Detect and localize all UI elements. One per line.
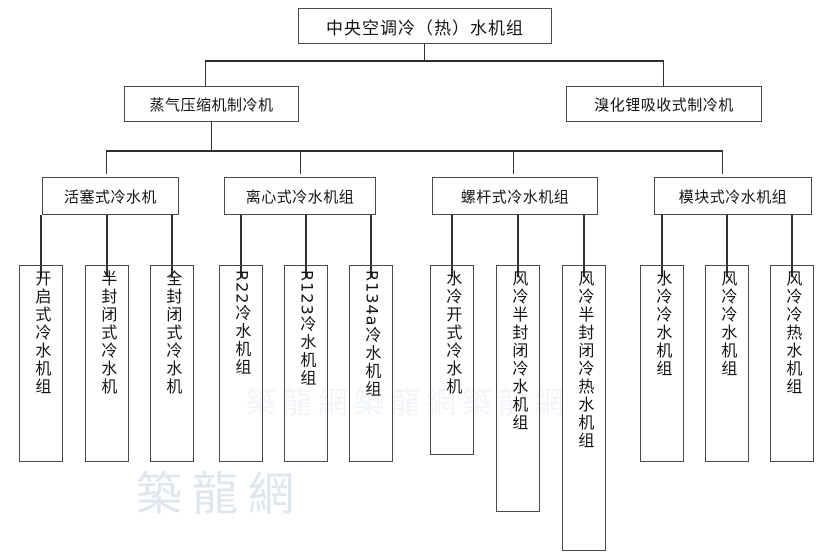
connector-level2-drop-right [663,60,664,86]
leaf-label: 风冷冷热水机组 [783,270,803,396]
connector-root-stem [424,44,425,61]
node-piston-chiller[interactable]: 活塞式冷水机 [42,177,179,215]
leaf-air-cooled-semi-hermetic-chiller-unit[interactable]: 风冷半封闭冷水机组 [496,265,540,512]
node-root[interactable]: 中央空调冷（热）水机组 [298,8,552,44]
leaf-r123-chiller-unit[interactable]: R123冷水机组 [284,265,328,462]
watermark-brand: 築龍網 [136,467,304,521]
connector-g1-leaf-3 [171,215,173,277]
leaf-fully-hermetic-chiller[interactable]: 全封闭式冷水机 [150,265,194,462]
connector-g4-leaf-2 [726,215,728,277]
leaf-label: R123冷水机组 [295,270,318,388]
connector-g4-leaf-1 [661,215,663,277]
leaf-label: 半封闭式冷水机 [98,270,118,396]
connector-g2-leaf-3 [370,215,372,277]
leaf-refrigerant-code: R123 [297,270,317,316]
leaf-label: R134a冷水机组 [360,270,383,398]
leaf-open-type-chiller-unit[interactable]: 开启式冷水机组 [19,265,63,462]
leaf-label: 开启式冷水机组 [32,270,52,396]
leaf-label-cjk: 冷水机组 [297,315,317,388]
leaf-label: 水冷冷水机组 [653,270,673,378]
connector-g1-leaf-2 [106,215,108,277]
connector-compressor-stem [211,122,212,151]
connector-g3-leaf-2 [517,215,519,277]
connector-level3-drop-3 [513,150,514,174]
connector-g2-leaf-2 [305,215,307,277]
leaf-label-cjk: 冷水机组 [362,326,382,399]
leaf-label: 风冷半封闭冷热水机组 [575,270,595,450]
connector-g1-leaf-1 [40,215,42,277]
leaf-label: R22冷水机组 [230,270,253,376]
leaf-label: 风冷冷水机组 [718,270,738,378]
connector-level2-bus [205,60,664,62]
connector-g4-leaf-3 [791,215,793,277]
leaf-r22-chiller-unit[interactable]: R22冷水机组 [219,265,263,462]
connector-g3-leaf-3 [583,215,585,277]
leaf-refrigerant-code: R22 [232,270,252,305]
connector-level3-drop-1 [106,150,107,174]
leaf-r134a-chiller-unit[interactable]: R134a冷水机组 [349,265,393,462]
leaf-air-cooled-semi-hermetic-heat-pump-unit[interactable]: 风冷半封闭冷热水机组 [562,265,606,551]
leaf-air-cooled-heat-pump-unit[interactable]: 风冷冷热水机组 [770,265,814,462]
leaf-water-cooled-open-chiller[interactable]: 水冷开式冷水机 [430,265,474,455]
leaf-refrigerant-code: R134a [362,270,382,327]
connector-level3-bus [106,150,723,152]
leaf-water-cooled-chiller-unit[interactable]: 水冷冷水机组 [640,265,684,462]
node-modular-chiller-unit[interactable]: 模块式冷水机组 [654,177,812,215]
connector-level3-drop-2 [300,150,301,174]
node-lithium-bromide-absorption-chiller[interactable]: 溴化锂吸收式制冷机 [566,86,762,122]
leaf-label: 水冷开式冷水机 [443,270,463,396]
node-centrifugal-chiller-unit[interactable]: 离心式冷水机组 [224,177,376,215]
connector-level2-drop-left [205,60,206,86]
connector-g3-leaf-1 [451,215,453,277]
node-screw-chiller-unit[interactable]: 螺杆式冷水机组 [432,177,598,215]
leaf-label-cjk: 冷水机组 [232,304,252,377]
node-vapor-compression-chiller[interactable]: 蒸气压缩机制冷机 [124,86,299,122]
leaf-semi-hermetic-chiller[interactable]: 半封闭式冷水机 [85,265,129,462]
connector-level3-drop-4 [722,150,723,174]
leaf-air-cooled-chiller-unit[interactable]: 风冷冷水机组 [705,265,749,462]
leaf-label: 风冷半封闭冷水机组 [509,270,529,432]
connector-g2-leaf-1 [240,215,242,277]
leaf-label: 全封闭式冷水机 [163,270,183,396]
